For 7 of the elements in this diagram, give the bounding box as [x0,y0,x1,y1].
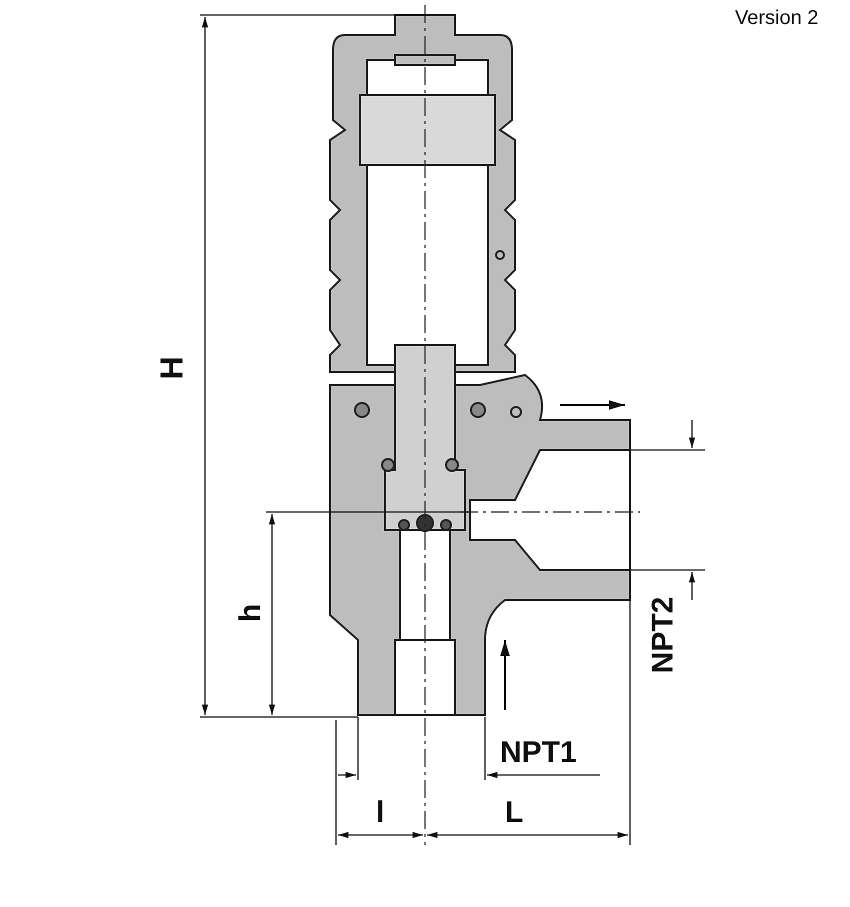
dimension-label: l [376,798,384,828]
dimension-label: H [156,356,188,380]
version-note: Version 2 [735,8,818,28]
dimension-label: L [505,798,524,828]
dimension-label: h [236,604,266,622]
dimension-label: NPT1 [500,738,577,768]
dimension-label: NPT2 [648,596,678,674]
